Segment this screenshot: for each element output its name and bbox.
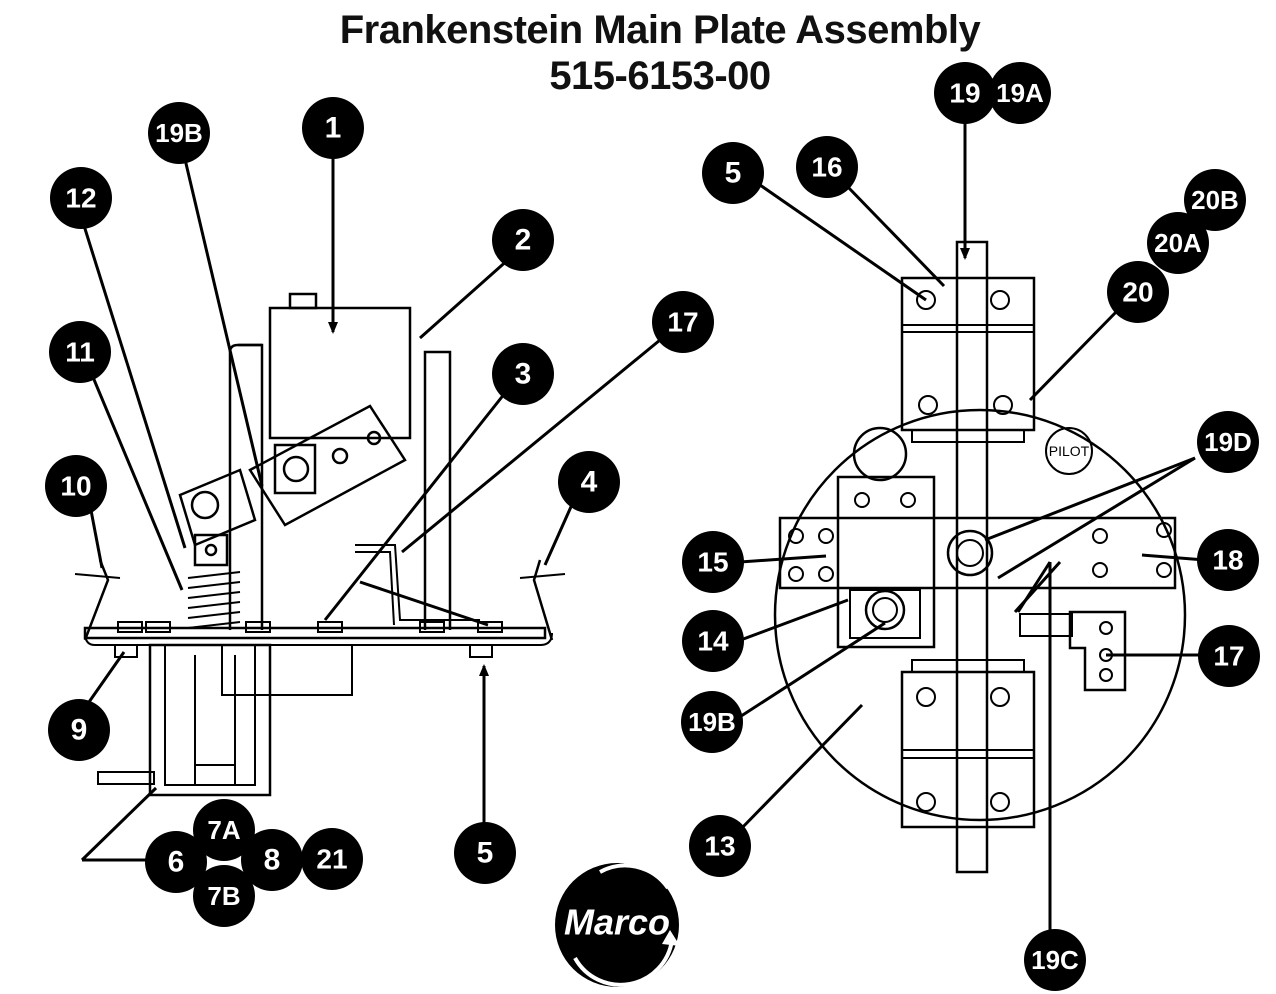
pilot-label: PILOT — [1049, 443, 1090, 459]
callout-5-left: 5 — [454, 822, 516, 884]
callout-18: 18 — [1197, 529, 1259, 591]
callout-label: 16 — [811, 152, 842, 183]
callout-label: 20B — [1191, 185, 1239, 215]
logo-text: Marco — [564, 902, 670, 943]
callout-10: 10 — [45, 455, 107, 517]
callout-14: 14 — [682, 610, 744, 672]
callout-8: 8 — [241, 829, 303, 891]
callout-17-left: 17 — [652, 291, 714, 353]
callout-15: 15 — [682, 531, 744, 593]
callout-label: 10 — [60, 471, 91, 502]
callout-17-right: 17 — [1198, 625, 1260, 687]
callout-20b: 20B — [1184, 169, 1246, 231]
callout-19c: 19C — [1024, 929, 1086, 991]
callout-label: 19D — [1204, 427, 1252, 457]
part-number: 515-6153-00 — [549, 54, 771, 98]
callout-label: 19C — [1031, 945, 1079, 975]
callout-label: 6 — [168, 846, 185, 879]
callout-21: 21 — [301, 828, 363, 890]
callout-6: 6 — [145, 831, 207, 893]
callout-13: 13 — [689, 815, 751, 877]
callout-19a: 19A — [989, 62, 1051, 124]
callout-label: 7B — [207, 881, 240, 911]
callout-label: 18 — [1212, 545, 1243, 576]
callout-20a: 20A — [1147, 212, 1209, 274]
callout-label: 4 — [581, 466, 598, 499]
callout-label: 5 — [725, 157, 742, 190]
callout-20: 20 — [1107, 261, 1169, 323]
callouts: 1 19B 12 2 17 11 3 10 4 9 5 7A 7B 6 8 21… — [45, 62, 1260, 991]
callout-19d: 19D — [1197, 411, 1259, 473]
callout-label: 5 — [477, 837, 494, 870]
diagram-title: Frankenstein Main Plate Assembly — [339, 8, 981, 52]
callout-label: 3 — [515, 358, 532, 391]
callout-16: 16 — [796, 136, 858, 198]
callout-label: 20A — [1154, 228, 1202, 258]
callout-label: 11 — [65, 337, 95, 368]
callout-5-right: 5 — [702, 142, 764, 204]
callout-1: 1 — [302, 97, 364, 159]
right-top-view: PILOT — [734, 115, 1206, 940]
callout-label: 19 — [949, 78, 980, 109]
callout-label: 19B — [688, 707, 736, 737]
callout-label: 19A — [996, 78, 1044, 108]
callout-label: 14 — [697, 626, 729, 657]
callout-19b-right: 19B — [681, 691, 743, 753]
callout-label: 1 — [325, 112, 342, 145]
callout-7b: 7B — [193, 865, 255, 927]
callout-19: 19 — [934, 62, 996, 124]
callout-label: 9 — [71, 714, 88, 747]
callout-label: 19B — [155, 118, 203, 148]
callout-3: 3 — [492, 343, 554, 405]
callout-label: 15 — [697, 547, 728, 578]
callout-4: 4 — [558, 451, 620, 513]
callout-label: 8 — [264, 844, 281, 877]
callout-label: 17 — [1213, 641, 1244, 672]
callout-label: 12 — [65, 183, 96, 214]
marco-logo: Marco — [555, 863, 680, 987]
callout-label: 2 — [515, 224, 532, 257]
callout-12: 12 — [50, 167, 112, 229]
callout-label: 7A — [207, 815, 240, 845]
callout-9: 9 — [48, 699, 110, 761]
callout-2: 2 — [492, 209, 554, 271]
callout-label: 20 — [1122, 277, 1153, 308]
callout-11: 11 — [49, 321, 111, 383]
callout-label: 17 — [667, 307, 698, 338]
callout-label: 13 — [704, 831, 735, 862]
callout-19b-left: 19B — [148, 102, 210, 164]
callout-7a: 7A — [193, 799, 255, 861]
left-side-view — [74, 146, 661, 862]
callout-label: 21 — [316, 844, 347, 875]
